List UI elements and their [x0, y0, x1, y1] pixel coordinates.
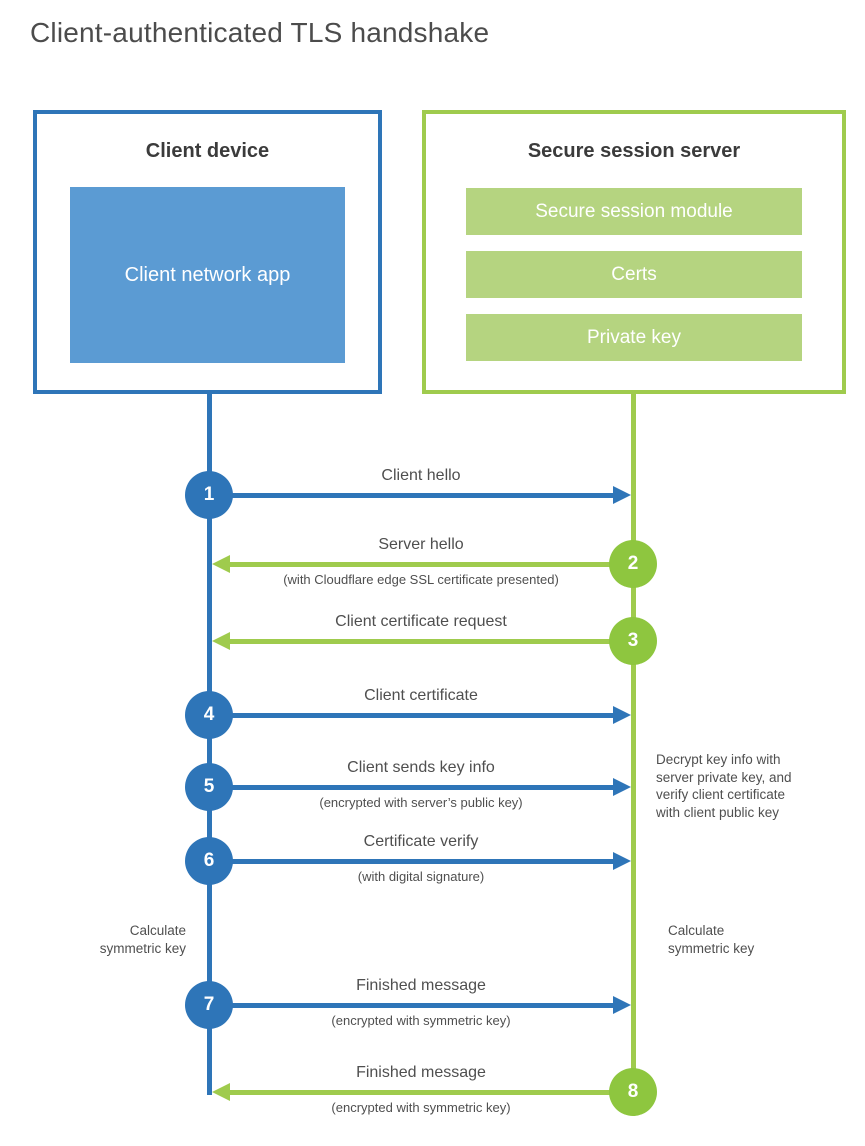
step-3-arrow-shaft: [230, 639, 634, 644]
secure-session-server-box: Secure session server Secure session mod…: [422, 110, 846, 394]
step-2-sublabel: (with Cloudflare edge SSL certificate pr…: [283, 572, 559, 587]
server-private-key-bar: Private key: [466, 314, 802, 361]
step-1-arrowhead-icon: [613, 486, 631, 504]
step-7-number: 7: [203, 994, 215, 1015]
step-3-arrowhead-icon: [212, 632, 230, 650]
step-5-label: Client sends key info: [347, 759, 495, 776]
decrypt-key-info-note: Decrypt key info with server private key…: [656, 752, 792, 820]
step-7-arrowhead-icon: [613, 996, 631, 1014]
client-network-app-label: Client network app: [124, 263, 291, 286]
step-1-number: 1: [203, 484, 215, 505]
step-5-sublabel: (encrypted with server’s public key): [319, 795, 523, 810]
step-3-number: 3: [627, 630, 639, 651]
client-lifeline: [207, 392, 212, 1095]
step-6-number: 6: [203, 850, 215, 871]
page-title: Client-authenticated TLS handshake: [30, 17, 490, 48]
step-8-number: 8: [627, 1081, 639, 1102]
step-6-arrowhead-icon: [613, 852, 631, 870]
step-7-badge: 7: [185, 981, 233, 1029]
step-1-arrow-shaft: [209, 493, 613, 498]
server-lifeline: [631, 392, 636, 1092]
calc-symmetric-key-right-note: Calculate symmetric key: [668, 923, 755, 956]
step-6-label: Certificate verify: [363, 833, 479, 850]
step-4-arrowhead-icon: [613, 706, 631, 724]
step-4-label: Client certificate: [364, 687, 478, 704]
step-7-sublabel: (encrypted with symmetric key): [331, 1013, 511, 1028]
step-3-badge: 3: [609, 617, 657, 665]
step-4-badge: 4: [185, 691, 233, 739]
step-8-label: Finished message: [356, 1064, 486, 1081]
step-4-number: 4: [203, 704, 215, 725]
step-6-arrow-shaft: [209, 859, 613, 864]
step-6-badge: 6: [185, 837, 233, 885]
step-5-arrow-shaft: [209, 785, 613, 790]
calc-symmetric-key-left-note: Calculate symmetric key: [99, 923, 186, 956]
step-2-label: Server hello: [378, 536, 464, 553]
step-3-label: Client certificate request: [335, 613, 507, 630]
client-network-app-box: Client network app: [70, 187, 345, 363]
step-7-label: Finished message: [356, 977, 486, 994]
step-2-number: 2: [627, 553, 639, 574]
secure-session-server-title: Secure session server: [527, 140, 741, 162]
step-2-arrowhead-icon: [212, 555, 230, 573]
step-2-badge: 2: [609, 540, 657, 588]
server-module-bar: Secure session module: [466, 188, 802, 235]
step-7-arrow-shaft: [209, 1003, 613, 1008]
step-8-badge: 8: [609, 1068, 657, 1116]
client-device-box: Client device Client network app: [33, 110, 382, 394]
step-1-badge: 1: [185, 471, 233, 519]
step-8-arrowhead-icon: [212, 1083, 230, 1101]
client-device-title: Client device: [145, 140, 270, 162]
step-1-label: Client hello: [381, 467, 461, 484]
step-5-number: 5: [203, 776, 215, 797]
step-8-arrow-shaft: [230, 1090, 634, 1095]
step-6-sublabel: (with digital signature): [357, 869, 485, 884]
step-5-badge: 5: [185, 763, 233, 811]
step-5-arrowhead-icon: [613, 778, 631, 796]
step-2-arrow-shaft: [230, 562, 634, 567]
step-4-arrow-shaft: [209, 713, 613, 718]
server-certs-bar: Certs: [466, 251, 802, 298]
step-8-sublabel: (encrypted with symmetric key): [331, 1100, 511, 1115]
